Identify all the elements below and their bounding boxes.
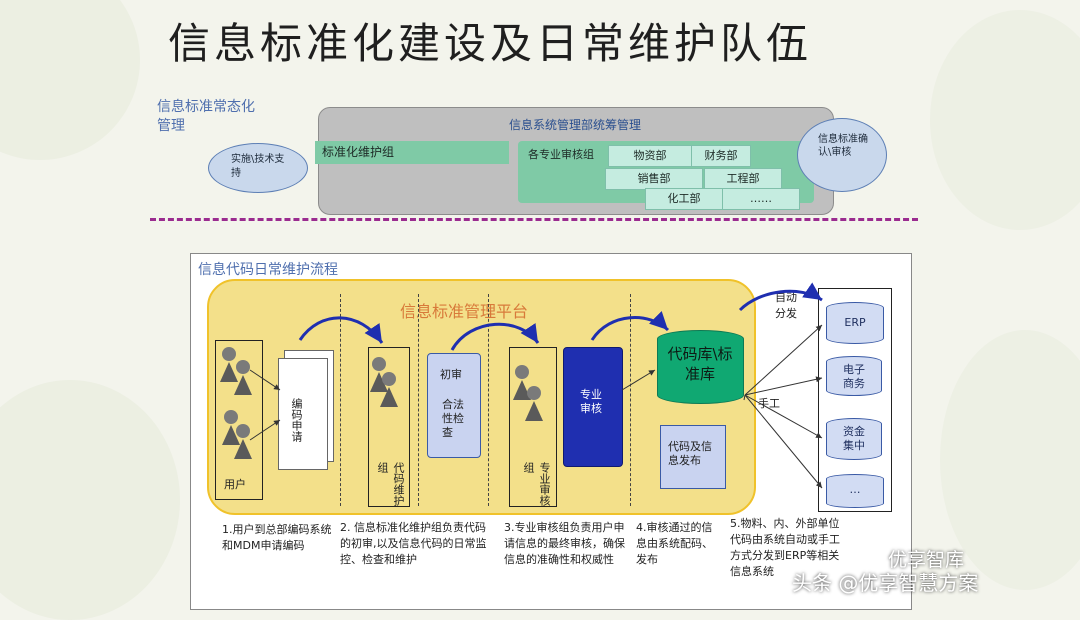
auto-distribute-label: 自动分发 xyxy=(775,291,797,320)
code-database-label: 代码库\标准库 xyxy=(667,345,733,383)
curved-arrow xyxy=(590,310,670,341)
fund-target: 资金集中 xyxy=(826,418,882,460)
review-bubble-text: 信息标准确认\审核 xyxy=(818,134,868,158)
page-title: 信息标准化建设及日常维护队伍 xyxy=(168,19,813,68)
person-icon xyxy=(515,365,529,379)
manual-label: 手工 xyxy=(758,397,780,410)
arrow xyxy=(744,394,823,439)
step-description-2: 2. 信息标准化维护组负责代码的初审,以及信息代码的日常监控、检查和维护 xyxy=(340,521,487,566)
publish-doc-icon xyxy=(660,425,726,489)
arrow xyxy=(744,324,823,396)
stage-divider xyxy=(630,294,631,506)
person-icon xyxy=(513,380,531,400)
person-icon xyxy=(224,410,238,424)
arrow xyxy=(744,376,823,396)
first-review-label: 初审 xyxy=(440,368,462,381)
watermark-top: 优享智库 xyxy=(888,549,965,571)
code-group-box xyxy=(368,347,410,507)
other-target: … xyxy=(826,474,884,508)
curved-arrow xyxy=(450,322,540,351)
background-flower xyxy=(930,10,1080,230)
code-database-icon xyxy=(657,330,744,404)
person-icon xyxy=(380,387,398,407)
background-flower xyxy=(0,380,180,620)
support-bubble: 实施\技术支持 xyxy=(208,143,308,193)
department-box: …… xyxy=(722,188,800,210)
section-divider xyxy=(150,218,918,221)
department-box: 工程部 xyxy=(704,168,782,190)
person-icon xyxy=(382,372,396,386)
ecommerce-target: 电子商务 xyxy=(826,356,882,396)
code-group-label: 代码维护组 xyxy=(376,462,405,506)
first-review-scroll xyxy=(427,353,481,458)
step-description-4: 4.审核通过的信息由系统配码、发布 xyxy=(636,521,713,566)
erp-target: ERP xyxy=(826,302,884,344)
department-box: 物资部 xyxy=(608,145,692,167)
department-box: 销售部 xyxy=(605,168,703,190)
support-bubble-text: 实施\技术支持 xyxy=(231,154,285,179)
curved-arrow xyxy=(298,316,384,344)
step-description-3: 3.专业审核组负责用户申请信息的最终审核，确保信息的准确性和权威性 xyxy=(504,521,625,566)
prof-group-box xyxy=(509,347,557,507)
department-box: 财务部 xyxy=(691,145,751,167)
arrow xyxy=(249,369,281,391)
legal-check-label: 合法性检查 xyxy=(442,398,464,439)
arrow xyxy=(744,394,823,489)
review-bubble: 信息标准确认\审核 xyxy=(797,118,887,192)
person-icon xyxy=(525,401,543,421)
step-description-1: 1.用户到总部编码系统和MDM申请编码 xyxy=(222,523,332,552)
person-icon xyxy=(234,439,252,459)
flow-title: 信息代码日常维护流程 xyxy=(198,262,338,278)
person-icon xyxy=(220,362,238,382)
ecommerce-target-label: 电子商务 xyxy=(843,363,865,390)
arrow xyxy=(743,394,746,401)
publish-doc-label: 代码及信息发布 xyxy=(668,440,712,467)
person-icon xyxy=(234,375,252,395)
stage-divider xyxy=(488,294,489,506)
user-box xyxy=(215,340,263,500)
watermark-bottom: 头条 @优享智慧方案 xyxy=(792,571,979,595)
platform-label: 信息标准管理平台 xyxy=(400,302,529,321)
prof-group-label: 专业审核组 xyxy=(522,462,551,506)
management-title: 信息系统管理部统筹管理 xyxy=(508,118,641,132)
document-icon xyxy=(278,358,328,470)
department-box: 化工部 xyxy=(645,188,723,210)
department-review-label: 各专业审核组 xyxy=(528,148,594,161)
arrow xyxy=(249,419,281,441)
background-flower xyxy=(940,330,1080,590)
person-icon xyxy=(222,347,236,361)
prof-review-label: 专业审核 xyxy=(580,388,602,415)
step-description-5: 5.物料、内、外部单位代码由系统自动或手工方式分发到ERP等相关信息系统 xyxy=(730,517,840,578)
top-left-label: 信息标准常态化管理 xyxy=(157,99,255,134)
curved-arrow xyxy=(738,282,823,312)
person-icon xyxy=(236,360,250,374)
fund-target-label: 资金集中 xyxy=(843,425,865,452)
arrow xyxy=(621,369,656,391)
user-label: 用户 xyxy=(224,478,246,491)
person-icon xyxy=(236,424,250,438)
apply-doc-label: 编码申请 xyxy=(290,398,303,442)
standard-maintenance-group: 标准化维护组 xyxy=(315,141,509,164)
person-icon xyxy=(372,357,386,371)
stage-divider xyxy=(418,294,419,506)
stage-divider xyxy=(340,294,341,506)
prof-review-scroll xyxy=(563,347,623,467)
person-icon xyxy=(527,386,541,400)
